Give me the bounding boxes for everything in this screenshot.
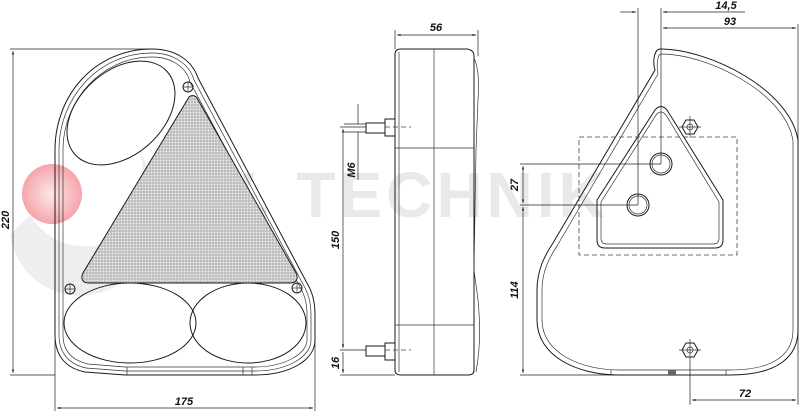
dim-56-extension: [394, 30, 479, 56]
drain-slot: [668, 370, 676, 375]
mounting-stud-bottom: [365, 342, 411, 361]
gasket-area-outline: [578, 136, 738, 256]
tail-lamp-lens-left: [63, 282, 197, 364]
back-triangle-recess: [596, 106, 724, 249]
dim-thread-m6: M6: [346, 161, 358, 177]
front-view: 220 175: [0, 48, 316, 411]
back-triangle-recess-inner: [600, 111, 720, 245]
side-housing-divisions: [395, 49, 474, 375]
side-lens-profile: [473, 57, 480, 373]
dim-depth-56: 56: [430, 22, 443, 34]
dim-hole-offset-14-5: 14,5: [715, 0, 737, 12]
dim-27-extension: [520, 163, 661, 206]
back-view: 14,5 93 27 114 72: [509, 0, 799, 405]
screw-icon: [182, 81, 194, 93]
front-housing-inner2: [62, 56, 308, 368]
dim-stud-to-edge-72: 72: [739, 388, 751, 400]
tail-lamp-lens-right: [189, 282, 307, 364]
mounting-stud-top: [365, 118, 411, 137]
back-bottom-marks: [610, 370, 727, 375]
nut-icon: [679, 116, 701, 138]
dim-m6-lines: [344, 104, 366, 180]
front-housing-inner: [58, 52, 312, 372]
dim-stud-spacing-150: 150: [330, 230, 342, 249]
dim-hole-height-114: 114: [509, 281, 521, 299]
front-housing-outline: [54, 48, 316, 376]
dim-offset-16: 16: [330, 356, 342, 369]
dim-220-extension: [10, 48, 152, 376]
side-view: 56 M6 150 16: [330, 22, 480, 376]
dim-72-extension: [689, 330, 799, 405]
back-housing-inner: [541, 53, 794, 371]
dim-hole-spacing-27: 27: [509, 178, 521, 192]
screw-icon: [64, 283, 76, 295]
dim-14-5-extension: [637, 8, 662, 205]
dim-175-extension: [54, 340, 316, 411]
dim-width-175: 175: [175, 396, 194, 408]
side-housing-outline: [394, 48, 475, 376]
screw-icon: [291, 282, 303, 294]
front-bottom-marks: [126, 367, 253, 375]
watermark-logo-icon: [22, 164, 82, 224]
triangle-reflector: [81, 95, 298, 284]
reversing-lamp-lens: [66, 60, 176, 166]
dim-hole-to-edge-93: 93: [724, 16, 736, 28]
dim-height-220: 220: [0, 210, 12, 230]
watermark-text: V. TECHNIK: [212, 159, 609, 231]
dim-150-extension: [340, 126, 366, 351]
back-housing-outline: [536, 48, 799, 376]
nut-icon: [679, 339, 701, 361]
